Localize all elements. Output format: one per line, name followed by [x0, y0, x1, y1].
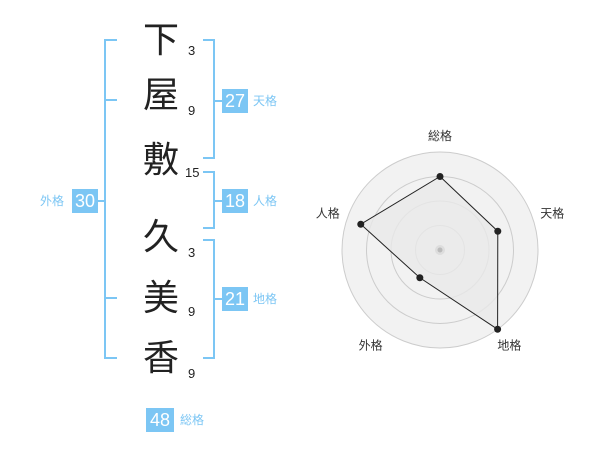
gaikaku-label: 外格 [40, 194, 65, 208]
stroke-count-6: 9 [188, 366, 196, 381]
radar-point-3 [494, 325, 502, 333]
radar-center-inner [437, 247, 443, 253]
name-char-2: 屋 [142, 75, 179, 116]
jinkaku-label: 人格 [253, 194, 278, 208]
jinkaku-bracket [203, 171, 215, 229]
stroke-count-4: 3 [188, 245, 196, 260]
chikaku-label: 地格 [253, 292, 278, 306]
radar-axis-label-5: 人格 [316, 206, 340, 221]
radar-axis-label-3: 地格 [497, 337, 521, 352]
tenkaku-label: 天格 [253, 94, 278, 108]
radar-axis-label-2: 天格 [540, 206, 564, 221]
name-char-5: 美 [142, 278, 179, 319]
radar-point-4 [416, 274, 424, 282]
radar-axis-label-4: 外格 [359, 337, 383, 352]
stroke-count-2: 9 [188, 103, 196, 118]
name-char-4: 久 [142, 217, 179, 258]
soukaku-label: 総格 [180, 413, 205, 427]
jinkaku-value: 18 [222, 189, 248, 213]
soukaku-value: 48 [146, 408, 174, 432]
chikaku-bracket [203, 239, 215, 359]
name-char-1: 下 [142, 20, 179, 61]
stroke-count-1: 3 [188, 43, 196, 58]
radar-axis-label-1: 総格 [428, 128, 452, 143]
stroke-count-3: 15 [185, 165, 200, 180]
gaikaku-value: 30 [72, 189, 98, 213]
tenkaku-bracket [203, 39, 215, 159]
stroke-count-5: 9 [188, 304, 196, 319]
tenkaku-value: 27 [222, 89, 248, 113]
name-char-3: 敷 [142, 140, 179, 181]
name-char-6: 香 [142, 338, 179, 379]
gaikaku-bracket [104, 39, 117, 359]
radar-polygon [359, 175, 499, 331]
radar-point-5 [357, 220, 365, 228]
chikaku-value: 21 [222, 287, 248, 311]
radar-point-1 [436, 173, 444, 180]
radar-ring-4 [341, 151, 539, 349]
radar-point-2 [494, 227, 502, 235]
